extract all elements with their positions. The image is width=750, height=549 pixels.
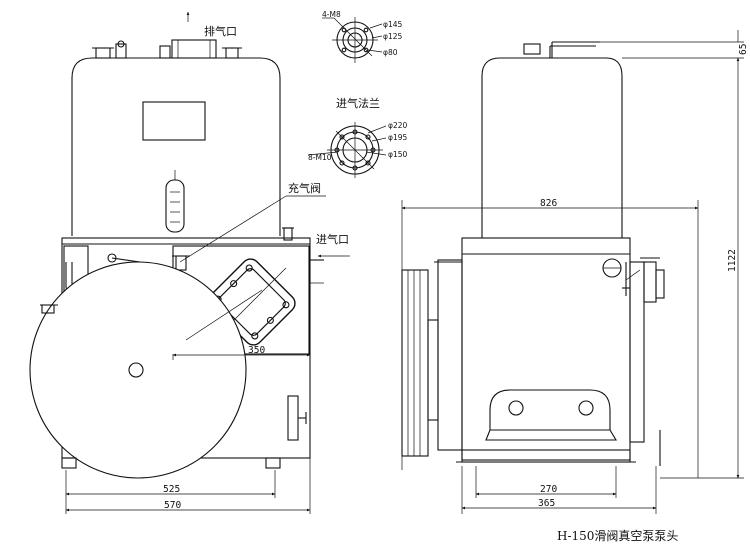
top-flange-detail: 4-M8 φ145 φ125 φ80	[322, 10, 402, 63]
dim-side-depth-1: 270	[540, 484, 557, 495]
top-flange-bolts: 4-M8	[322, 10, 341, 19]
oil-sight-glass	[165, 170, 185, 233]
pulley	[401, 269, 429, 457]
side-pump-body	[461, 237, 631, 461]
side-view: 826 270 365 1122 65	[401, 30, 749, 514]
front-view: 排气口	[29, 11, 350, 514]
drawing-caption: H-150滑阀真空泵泵头	[557, 529, 678, 543]
flywheel	[29, 261, 247, 479]
dim-side-height: 1122	[727, 249, 738, 272]
dim-inlet-offset: 350	[248, 345, 265, 356]
dim-left-width-2: 570	[164, 500, 181, 511]
dim-side-top-offset: 65	[738, 44, 749, 55]
inflation-valve	[282, 227, 294, 241]
intake-flange-label: 进气法兰	[336, 96, 380, 110]
intake-flange-bolts: 8-M10	[308, 153, 332, 162]
top-flange-d-inner: φ80	[383, 48, 398, 57]
dim-side-total-length: 826	[540, 198, 557, 209]
inflation-valve-label: 充气阀	[288, 181, 321, 195]
sight-window	[142, 101, 206, 141]
intake-flange-detail: φ220 φ195 φ150 8-M10	[307, 121, 407, 178]
top-flange-d-pitch: φ125	[383, 32, 402, 41]
dim-side-depth-2: 365	[538, 498, 555, 509]
intake-port-label: 进气口	[316, 232, 349, 246]
intake-flange-d-pitch: φ195	[388, 133, 407, 142]
intake-flange-d-outer: φ220	[388, 121, 407, 130]
base-foot	[489, 389, 611, 431]
intake-flange-d-inner: φ150	[388, 150, 407, 159]
top-fittings	[92, 39, 242, 59]
oil-tank	[71, 57, 281, 236]
dim-left-width-1: 525	[163, 484, 180, 495]
top-flange-d-outer: φ145	[383, 20, 402, 29]
side-oil-tank	[481, 57, 623, 238]
exhaust-port-label: 排气口	[204, 24, 237, 38]
